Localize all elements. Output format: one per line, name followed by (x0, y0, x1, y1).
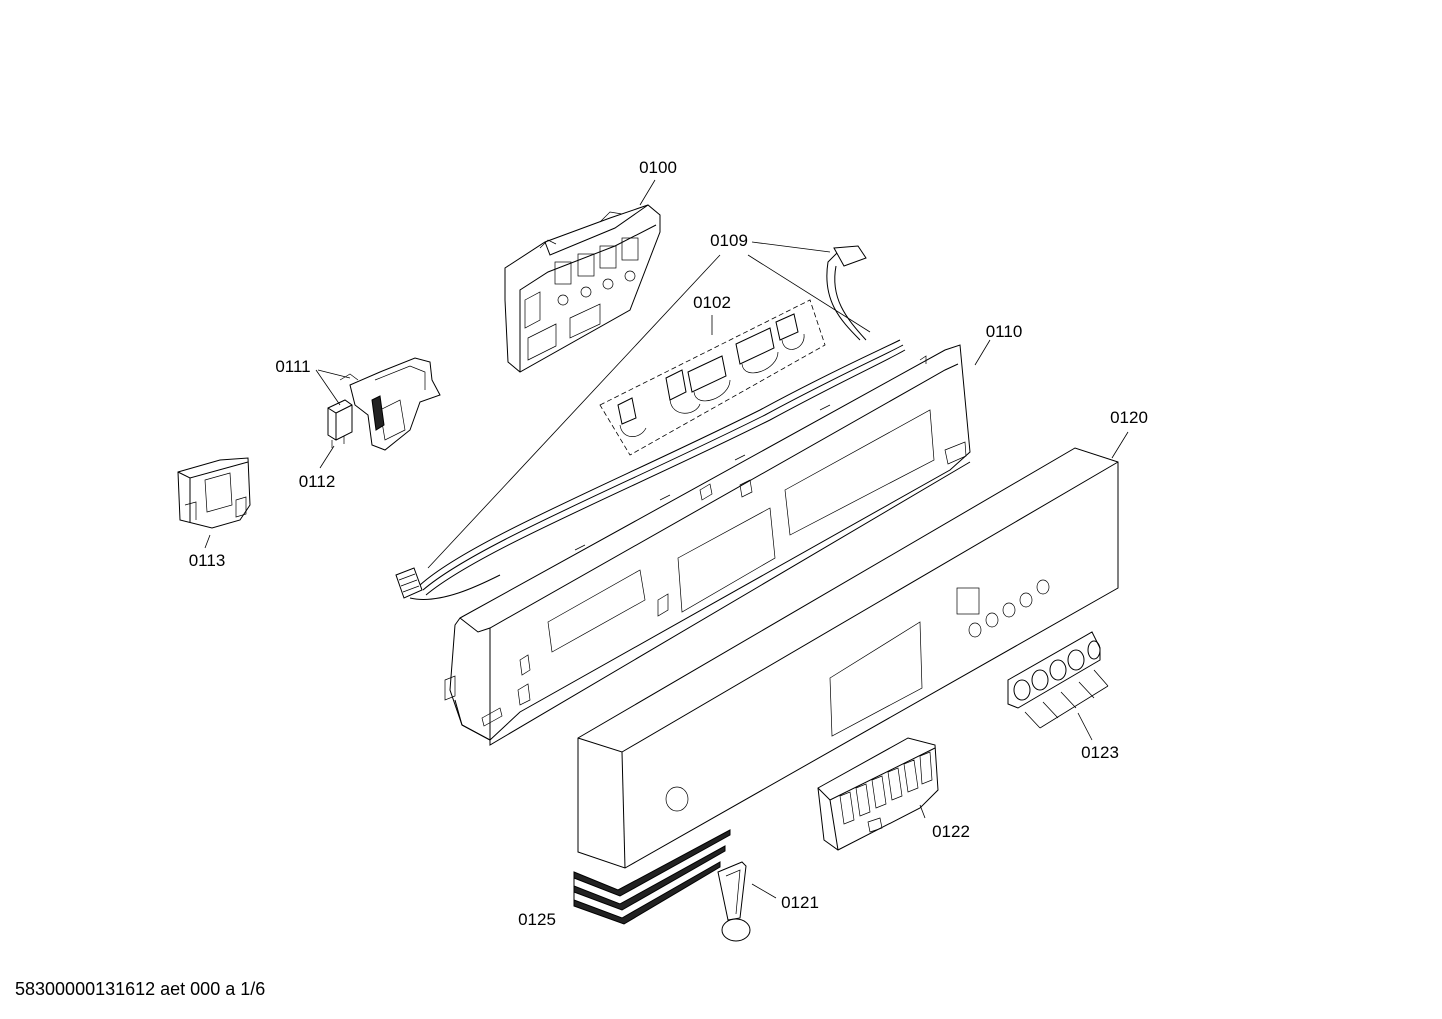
connector-set-0102[interactable] (599, 299, 826, 456)
label-0112[interactable]: 0112 (299, 472, 336, 491)
document-id: 58300000131612 aet 000 a 1/6 (15, 979, 266, 999)
label-0100[interactable]: 0100 (639, 158, 677, 177)
label-0102[interactable]: 0102 (693, 293, 731, 312)
label-0125[interactable]: 0125 (518, 910, 556, 929)
label-0121[interactable]: 0121 (781, 893, 819, 912)
wiring-harness-0109[interactable] (395, 245, 906, 600)
rear-frame-0110[interactable] (444, 344, 971, 746)
front-fascia-0120[interactable] (577, 447, 1119, 869)
part-labels: 0100 0109 0102 0110 0111 0112 0113 0120 … (189, 158, 1148, 929)
control-module-0100[interactable] (504, 204, 661, 373)
holder-0122[interactable] (817, 737, 939, 851)
label-0120[interactable]: 0120 (1110, 408, 1148, 427)
push-knob-0121[interactable] (717, 861, 751, 942)
label-0111[interactable]: 0111 (275, 357, 310, 376)
label-0110[interactable]: 0110 (986, 322, 1023, 341)
button-set-0123[interactable] (1007, 631, 1101, 709)
label-0113[interactable]: 0113 (189, 551, 226, 570)
relay-0112[interactable] (327, 399, 353, 448)
switch-assembly-0111[interactable] (339, 357, 441, 451)
terminal-block-0113[interactable] (177, 457, 251, 529)
label-0123[interactable]: 0123 (1081, 743, 1119, 762)
label-0109[interactable]: 0109 (710, 231, 748, 250)
label-0122[interactable]: 0122 (932, 822, 970, 841)
seal-strips-0125[interactable] (573, 829, 731, 925)
